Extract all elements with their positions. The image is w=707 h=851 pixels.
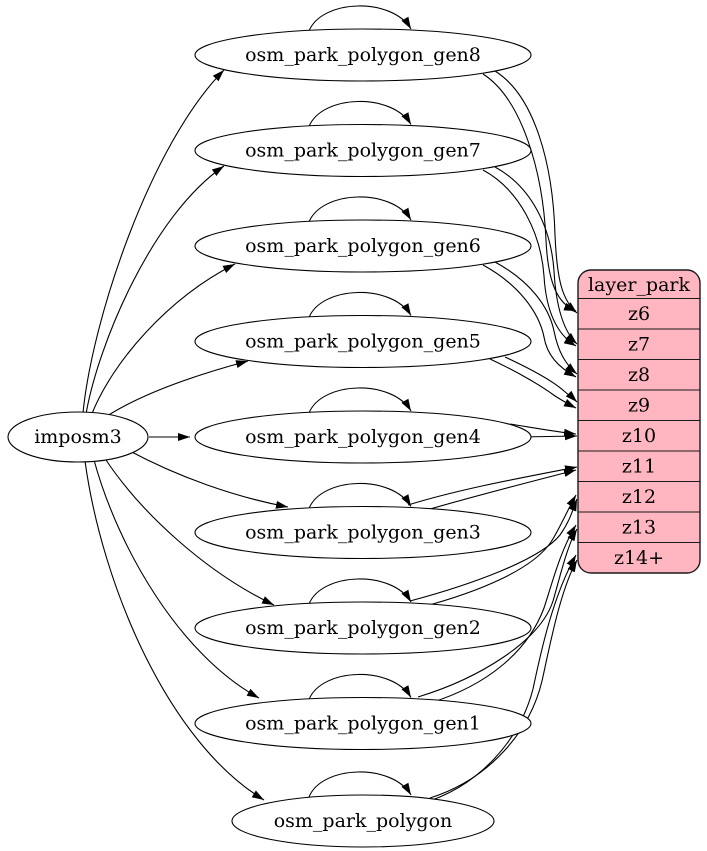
node-osm-park-polygon-gen5 [194, 314, 532, 369]
row-z9: z9 [628, 395, 650, 417]
node-osm-park-polygon-gen6-label: osm_park_polygon_gen6 [245, 235, 481, 257]
edge-imposm3-polygon [84, 460, 265, 801]
edge-gen7-z7-a [494, 166, 578, 345]
node-osm-park-polygon-gen3 [194, 505, 532, 560]
node-osm-park-polygon-gen2-label: osm_park_polygon_gen2 [245, 617, 481, 639]
row-z13: z13 [622, 517, 656, 539]
edge-gen7-z7-b [482, 169, 577, 347]
edge-gen2-z12-b [421, 494, 577, 608]
edge-selfloop-gen8 [308, 5, 412, 32]
edge-imposm3-gen5 [100, 360, 249, 421]
node-osm-park-polygon-gen8-label: osm_park_polygon_gen8 [245, 44, 481, 66]
row-z14: z14+ [614, 547, 664, 569]
layer-park-outline [577, 269, 701, 574]
row-z8: z8 [628, 364, 650, 386]
edge-imposm3-gen3 [127, 449, 289, 509]
node-imposm3-label: imposm3 [34, 426, 122, 448]
node-osm-park-polygon-gen4 [194, 410, 532, 464]
edge-gen1-z13-b [429, 524, 577, 704]
edge-imposm3-gen2 [103, 456, 275, 606]
edge-gen8-z6-a [494, 70, 578, 314]
row-z7: z7 [628, 334, 650, 356]
node-osm-park-polygon-gen5-label: osm_park_polygon_gen5 [245, 331, 481, 353]
node-osm-park-polygon-gen1 [194, 696, 532, 751]
edge-imposm3-gen6 [90, 263, 236, 417]
node-osm-park-polygon-gen6 [194, 219, 532, 273]
edge-selfloop-gen1 [308, 673, 412, 700]
node-osm-park-polygon-gen3-label: osm_park_polygon_gen3 [245, 522, 481, 544]
node-osm-park-polygon-label: osm_park_polygon [274, 810, 453, 832]
node-osm-park-polygon-gen4-label: osm_park_polygon_gen4 [245, 426, 481, 448]
edge-imposm3-gen7 [85, 165, 225, 415]
row-z6: z6 [628, 303, 650, 325]
node-osm-park-polygon-gen1-label: osm_park_polygon_gen1 [245, 713, 481, 735]
edge-selfloop-gen7 [308, 100, 412, 127]
node-osm-park-polygon [231, 794, 495, 848]
layer-park-table: layer_park z6 z7 z8 z9 z10 z11 z12 z13 z… [577, 269, 701, 574]
edge-selfloop-gen3 [308, 482, 412, 509]
layer-park-title: layer_park [588, 274, 691, 296]
edge-gen5-z9-a [504, 356, 578, 403]
node-osm-park-polygon-gen8 [194, 28, 532, 82]
edge-imposm3-gen8 [82, 69, 225, 414]
edge-selfloop-gen6 [308, 196, 412, 223]
row-z10: z10 [622, 425, 656, 447]
edge-gen4-z10-b [509, 423, 577, 437]
edge-gen6-z8-a [494, 261, 578, 375]
edge-gen3-z11-a [407, 465, 578, 506]
edge-gen6-z8-b [482, 264, 577, 378]
edge-gen2-z12-a [409, 498, 578, 602]
edge-gen3-z11-b [419, 469, 577, 513]
edge-polygon-z14-b [419, 554, 577, 805]
edge-selfloop-gen4 [308, 387, 412, 414]
node-osm-park-polygon-gen7-label: osm_park_polygon_gen7 [245, 140, 481, 162]
edge-imposm3-gen1 [93, 459, 260, 699]
node-group: imposm3 osm_park_polygon_gen8 osm_park_p… [7, 28, 532, 848]
edge-gen1-z13-a [417, 528, 578, 698]
edge-selfloop-polygon [308, 771, 412, 798]
node-imposm3 [7, 411, 149, 463]
edge-selfloop-gen2 [308, 578, 412, 605]
row-z11: z11 [622, 456, 656, 478]
edge-gen5-z9-b [489, 358, 577, 409]
edge-group [82, 5, 578, 805]
edge-selfloop-gen5 [308, 291, 412, 318]
node-osm-park-polygon-gen7 [194, 123, 532, 178]
row-z12: z12 [622, 486, 656, 508]
node-osm-park-polygon-gen2 [194, 601, 532, 655]
edge-gen8-z6-b [482, 73, 577, 312]
